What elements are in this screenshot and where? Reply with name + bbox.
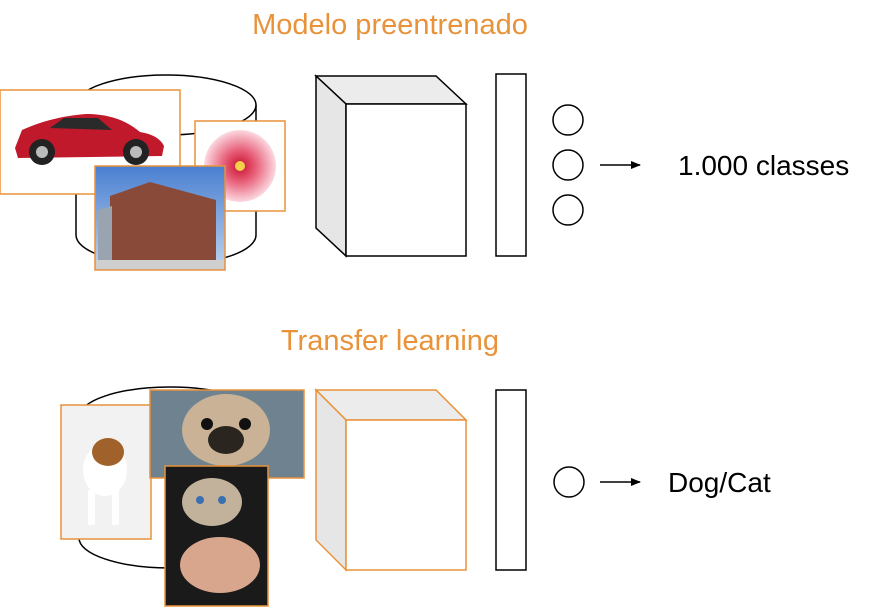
cat-photo: [164, 465, 269, 607]
dense-layer: [495, 389, 527, 571]
output-label-dogcat: Dog/Cat: [668, 467, 771, 498]
feature-extractor-block: [314, 74, 468, 258]
output-neuron: [552, 104, 584, 136]
section-title-transfer: Transfer learning: [281, 325, 499, 357]
output-label-classes: 1.000 classes: [678, 150, 849, 181]
building-photo: [94, 165, 226, 271]
output-neuron: [552, 149, 584, 181]
output-neuron: [552, 194, 584, 226]
output-neuron: [553, 466, 585, 498]
feature-extractor-block: [314, 388, 468, 572]
pug-photo: [149, 389, 305, 479]
dense-layer: [495, 73, 527, 257]
section-title-pretrained: Modelo preentrenado: [252, 9, 528, 41]
beagle-photo: [60, 404, 152, 540]
